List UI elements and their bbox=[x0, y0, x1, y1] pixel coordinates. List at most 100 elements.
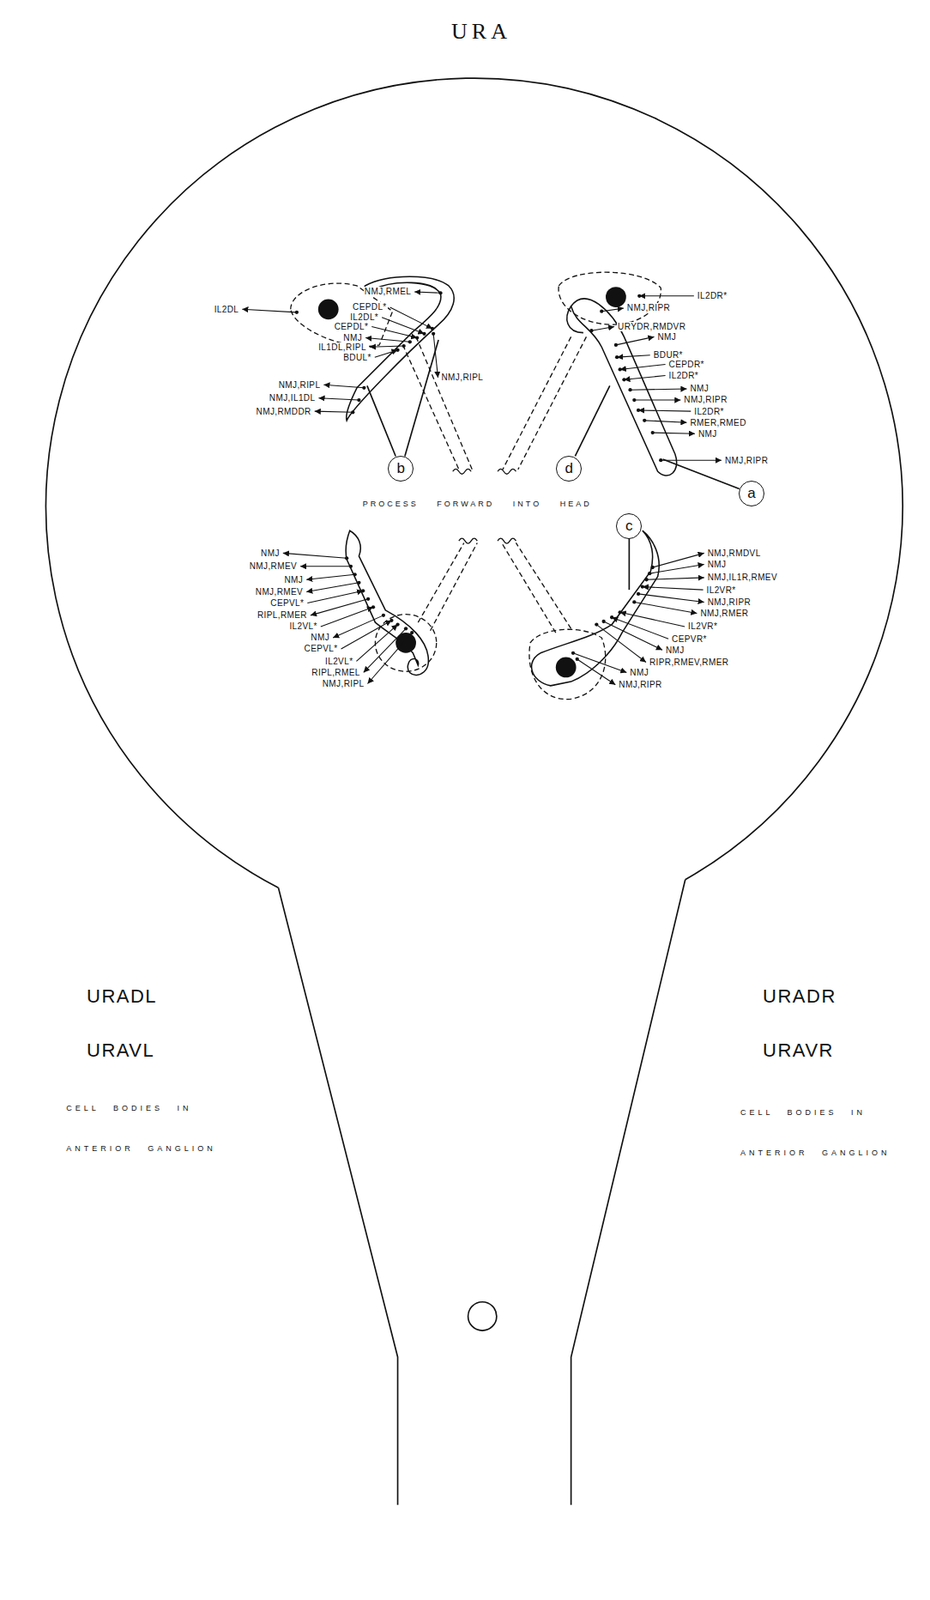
synapse-label: NMJ,RIPR bbox=[706, 597, 752, 607]
synapse-label: NMJ,RMEL bbox=[363, 286, 412, 296]
synapse-arrow bbox=[611, 616, 669, 639]
process-end bbox=[458, 537, 478, 544]
synapse-label: CEPDL* bbox=[333, 321, 370, 332]
synapse-arrow bbox=[642, 586, 704, 591]
process-dashed bbox=[417, 542, 478, 630]
callout-letter: a bbox=[747, 485, 755, 502]
synapse-arrow bbox=[634, 601, 697, 613]
synapse-label: NMJ bbox=[656, 332, 677, 342]
synapse-label: NMJ,RMEV bbox=[254, 586, 304, 597]
synapse-arrow bbox=[390, 307, 433, 329]
synapse-label: IL2DR* bbox=[696, 290, 729, 301]
callout-leader bbox=[574, 385, 610, 456]
body-outline bbox=[571, 879, 686, 1505]
synapse-label: NMJ bbox=[309, 632, 331, 642]
synapse-arrow bbox=[660, 459, 722, 461]
synapse-label: CEPDL* bbox=[351, 301, 388, 312]
synapse-label: NMJ,RIPR bbox=[724, 455, 769, 465]
synapse-label: NMJ,RMER bbox=[699, 608, 749, 618]
synapse-arrow bbox=[601, 307, 624, 312]
synapse-arrow bbox=[577, 658, 616, 685]
synapse-arrow bbox=[371, 326, 417, 338]
synapse-label: CEPVL* bbox=[303, 643, 339, 653]
cell-body bbox=[605, 286, 627, 308]
head-outline bbox=[46, 78, 903, 888]
synapse-arrow bbox=[283, 552, 347, 558]
synapse-arrow bbox=[307, 590, 363, 603]
callout-circle: d bbox=[555, 455, 582, 482]
synapse-arrow bbox=[318, 398, 359, 400]
synapse-label: NMJ bbox=[628, 667, 650, 677]
synapse-label: IL2VR* bbox=[687, 621, 719, 631]
synapse-label: NMJ bbox=[259, 548, 281, 558]
synapse-label: NMJ,RIPR bbox=[682, 394, 728, 405]
soma-region bbox=[374, 614, 436, 672]
synapse-label: NMJ bbox=[342, 332, 363, 343]
callout-leader bbox=[367, 385, 396, 456]
synapse-label: NMJ bbox=[664, 645, 686, 655]
synapse-arrow bbox=[374, 350, 399, 357]
synapse-arrow bbox=[652, 432, 695, 434]
synapse-label: RIPL,RMER bbox=[256, 609, 308, 620]
synapse-label: RIPL,RMEL bbox=[310, 667, 361, 677]
synapse-arrow bbox=[634, 399, 681, 401]
synapse-label: NMJ bbox=[706, 559, 728, 569]
process-dashed bbox=[502, 336, 586, 470]
body-outline bbox=[277, 887, 398, 1504]
synapse-arrow bbox=[638, 593, 705, 603]
soma-region bbox=[529, 628, 606, 699]
synapse-arrow bbox=[414, 291, 441, 293]
synapse-arrow bbox=[596, 624, 647, 663]
synapse-label: NMJ,RMEV bbox=[248, 561, 298, 571]
synapse-label: NMJ,RIPR bbox=[626, 302, 671, 313]
callout-circle: b bbox=[387, 455, 414, 482]
process-dashed bbox=[402, 336, 472, 470]
neuron-name: URADL bbox=[86, 984, 158, 1008]
location-note: CELL BODIES IN bbox=[740, 1107, 866, 1117]
callout-leader bbox=[404, 339, 439, 457]
synapse-label: NMJ,RIPR bbox=[617, 679, 663, 689]
synapse-label: NMJ bbox=[283, 574, 304, 585]
callout-letter: d bbox=[565, 460, 574, 477]
callout-circle: c bbox=[615, 513, 642, 539]
synapse-label: IL2DL* bbox=[349, 312, 380, 322]
location-note: ANTERIOR GANGLION bbox=[740, 1147, 891, 1157]
synapse-label: NMJ bbox=[688, 383, 710, 393]
cell-body bbox=[318, 298, 339, 320]
synapse-arrow bbox=[603, 621, 663, 650]
synapse-label: NMJ bbox=[697, 428, 719, 439]
synapse-label: CEPVL* bbox=[269, 597, 305, 608]
synapse-arrow bbox=[314, 410, 354, 412]
process-dashed bbox=[501, 542, 572, 633]
callout-letter: c bbox=[625, 518, 634, 534]
synapse-arrow bbox=[381, 317, 424, 334]
diagram-title: URA bbox=[451, 18, 512, 45]
synapse-dot bbox=[422, 332, 426, 336]
synapse-label: IL2VL* bbox=[324, 656, 354, 666]
synapse-label: IL2VR* bbox=[706, 585, 737, 595]
synapse-arrow bbox=[300, 565, 351, 567]
neuron-name: URAVL bbox=[86, 1038, 155, 1062]
synapse-arrow bbox=[365, 338, 411, 343]
synapse-label: CEPDR* bbox=[668, 359, 706, 369]
synapse-label: IL2DR* bbox=[668, 370, 701, 381]
synapse-arrow bbox=[639, 295, 695, 296]
synapse-arrow bbox=[620, 363, 666, 369]
synapse-arrow bbox=[323, 384, 364, 388]
neuron-outline bbox=[531, 530, 660, 686]
callout-letter: b bbox=[396, 460, 405, 477]
synapse-arrow bbox=[306, 582, 359, 592]
synapse-arrow bbox=[616, 355, 651, 357]
synapse-label: URYDR,RMDVR bbox=[616, 321, 687, 332]
synapse-arrow bbox=[332, 615, 384, 638]
synapse-label: RIPR,RMEV,RMER bbox=[648, 657, 730, 667]
process-note: PROCESS FORWARD INTO HEAD bbox=[362, 499, 592, 508]
neuron-name: URADR bbox=[762, 984, 837, 1008]
synapse-arrow bbox=[623, 375, 665, 381]
synapse-arrow bbox=[241, 308, 297, 313]
location-note: ANTERIOR GANGLION bbox=[66, 1143, 217, 1153]
